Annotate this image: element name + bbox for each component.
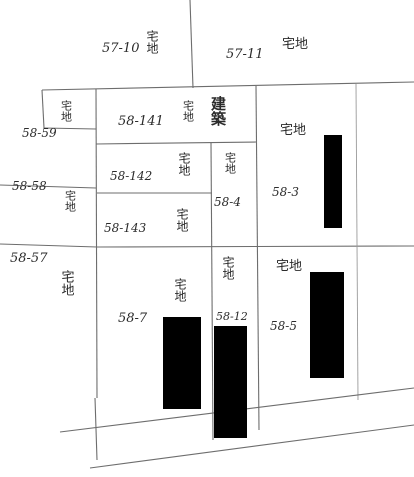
parcel-58-7: 宅地 58-7 (118, 277, 187, 326)
boundary-left-column (95, 88, 98, 399)
boundary-57-divider (189, 0, 194, 89)
parcel-57-10: 57-10 宅地 (102, 29, 159, 56)
parcel-58-143: 58-143 宅地 (104, 207, 189, 235)
parcel-number-58-12: 58-12 (216, 310, 248, 323)
boundary-road-lower (89, 424, 414, 469)
redaction-block-58-12 (214, 326, 247, 438)
parcel-number-57-10: 57-10 (102, 41, 139, 56)
parcel-use-58-143: 宅地 (175, 207, 189, 232)
boundary-58-58-top (0, 184, 97, 189)
parcel-number-58-59: 58-59 (22, 126, 57, 140)
boundary-58-59-bottom (43, 127, 97, 130)
parcel-use-57-11: 宅地 (282, 37, 308, 52)
parcel-58-142: 58-142 宅地 (110, 151, 191, 183)
parcel-use-58-59: 宅地 (60, 99, 73, 122)
parcel-number-57-11: 57-11 (226, 47, 263, 62)
redaction-block-58-5 (310, 272, 344, 378)
parcel-number-58-5: 58-5 (270, 319, 297, 333)
parcel-use-58-142: 宅地 (177, 151, 191, 176)
parcel-58-3: 宅地 58-3 (272, 123, 306, 199)
redactions (163, 135, 344, 438)
parcel-58-12: 宅地 58-12 (216, 255, 248, 323)
boundary-58-4-left (210, 142, 214, 441)
boundary-right-column (355, 83, 359, 401)
redaction-block-58-7 (163, 317, 201, 409)
boundary-141-bottom (95, 141, 257, 145)
boundary-middle-row (96, 245, 414, 248)
parcel-use-58-57: 宅地 (59, 270, 75, 296)
boundary-58-3-left (255, 85, 260, 431)
parcel-58-59: 58-59 宅地 (22, 99, 73, 140)
parcel-number-58-142: 58-142 (110, 169, 152, 183)
parcel-58-58: 58-58 宅地 (12, 179, 77, 212)
parcel-use-58-141: 宅地 (182, 99, 195, 122)
parcel-58-5: 宅地 58-5 (270, 259, 302, 333)
boundary-left-lower (94, 397, 98, 461)
parcel-number-58-141: 58-141 (118, 114, 164, 129)
boundary-58-57-top (0, 243, 98, 248)
parcel-use-58-5: 宅地 (276, 259, 302, 274)
parcel-58-57: 58-57 宅地 (10, 251, 74, 296)
parcel-number-58-58: 58-58 (12, 179, 47, 193)
parcel-58-4: 宅地 58-4 (214, 151, 241, 209)
parcel-use-58-12: 宅地 (221, 255, 235, 280)
parcel-number-58-3: 58-3 (272, 185, 299, 199)
parcel-number-58-4: 58-4 (214, 195, 241, 209)
parcel-use-58-7: 宅地 (173, 277, 187, 302)
parcel-57-11: 57-11 宅地 (226, 37, 308, 62)
parcel-use-57-10: 宅地 (145, 29, 159, 54)
boundary-row-57-58 (41, 81, 414, 91)
parcel-number-58-7: 58-7 (118, 311, 148, 326)
parcel-extra-58-141: 建築 (209, 95, 227, 127)
parcel-58-141: 58-141 宅地 建築 (118, 95, 227, 129)
redaction-block-58-3 (324, 135, 342, 228)
parcel-number-58-57: 58-57 (10, 251, 48, 266)
parcel-number-58-143: 58-143 (104, 221, 147, 235)
parcel-use-58-3: 宅地 (280, 123, 306, 138)
boundary-58-59-left (41, 89, 45, 129)
parcel-use-58-58: 宅地 (64, 189, 77, 212)
parcel-use-58-4: 宅地 (224, 151, 237, 174)
